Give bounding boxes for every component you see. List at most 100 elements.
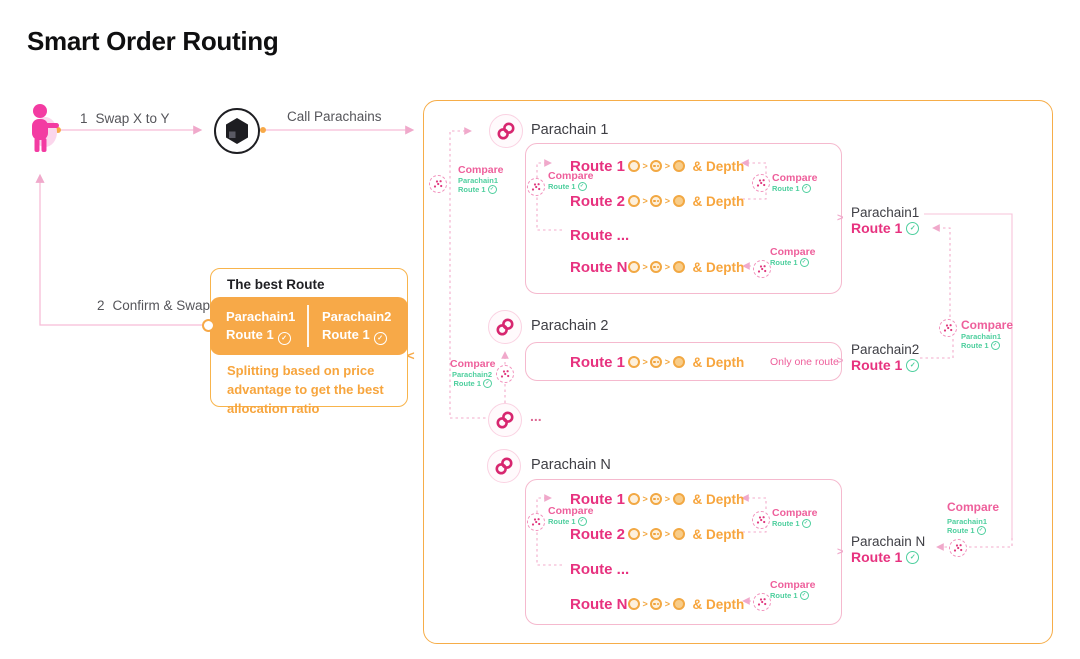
- token-icon: [672, 598, 685, 610]
- result-arrow: >: [837, 546, 844, 558]
- loop-icon: [497, 122, 515, 140]
- token-icon: [628, 598, 640, 610]
- compare-icon: [949, 539, 967, 557]
- compare-label: Compare: [770, 579, 816, 591]
- step1-number: 1: [80, 111, 88, 126]
- compare-label: Compare: [947, 500, 1000, 514]
- route-row: Route N >> & Depth: [570, 258, 744, 276]
- split-note: Splitting based on price advantage to ge…: [227, 363, 384, 416]
- compare-label: Compare: [450, 358, 496, 370]
- route-row: Route 1 >> & Depth: [570, 353, 744, 371]
- token-icon: [650, 195, 663, 207]
- compare-icon: [527, 513, 545, 531]
- token-icon: [672, 493, 685, 505]
- route-label: Route N: [570, 595, 628, 613]
- check-circle-icon: [799, 258, 809, 267]
- left-arrow-glyph: <: [407, 348, 415, 363]
- token-icon: [672, 261, 685, 273]
- check-circle-icon: [373, 331, 387, 345]
- check-circle-icon: [799, 591, 809, 600]
- compare-icon: [753, 593, 771, 611]
- parachain1-icon: [489, 114, 523, 148]
- only-one-route-note: Only one route: [770, 356, 839, 368]
- token-icon: [628, 528, 640, 540]
- token-icon: [672, 528, 685, 540]
- loop-icon: [495, 457, 513, 475]
- token-icon: [628, 493, 640, 505]
- route-row: Route 2 >> & Depth: [570, 192, 744, 210]
- parachain-ellipsis-label: ...: [530, 408, 542, 424]
- check-circle-icon: [577, 517, 587, 526]
- check-circle-icon: [277, 331, 291, 345]
- pill-option-parachain1: Parachain1 Route 1: [226, 308, 295, 345]
- route-row: Route 1 >> & Depth: [570, 157, 744, 175]
- call-parachains-label: Call Parachains: [287, 109, 382, 124]
- token-icon: [672, 356, 685, 368]
- step2-number: 2: [97, 298, 105, 313]
- parachain-ellipsis-icon: [488, 403, 522, 437]
- result-arrow: >: [837, 212, 844, 224]
- compare-icon: [752, 511, 770, 529]
- user-icon: [32, 104, 59, 152]
- token-icon: [628, 195, 640, 207]
- parachain1-label: Parachain 1: [531, 122, 609, 138]
- token-arrow: >: [664, 529, 671, 539]
- token-icon: [650, 598, 663, 610]
- token-arrow: >: [664, 262, 671, 272]
- token-icon: [650, 356, 663, 368]
- compare-label: Compare: [458, 164, 504, 176]
- pill-option-parachain2: Parachain2 Route 1: [322, 308, 391, 345]
- route-row: Route N >> & Depth: [570, 595, 744, 613]
- result-parachain1: Parachain1 Route 1: [851, 205, 920, 236]
- route-row: Route ...: [570, 226, 629, 244]
- token-icon: [650, 528, 663, 540]
- hexagon-icon: [226, 118, 248, 144]
- depth-label: & Depth: [692, 158, 745, 174]
- parachain1-routes-box: Route 1 >> & Depth Route 2 >> & Depth Ro…: [525, 143, 842, 294]
- token-arrow: >: [642, 529, 648, 539]
- check-circle-icon: [483, 379, 492, 388]
- best-route-card: The best Route Parachain1 Route 1 Parach…: [210, 268, 408, 416]
- parachain2-routes-box: Route 1 >> & Depth Only one route: [525, 342, 842, 381]
- compare-icon: [752, 174, 770, 192]
- compare-block: Compare Parachain2 Route 1: [450, 358, 496, 388]
- compare-block: Compare Route 1: [548, 170, 594, 191]
- parachainN-icon: [487, 449, 521, 483]
- compare-label: Compare: [548, 170, 594, 182]
- compare-label: Compare: [770, 246, 816, 258]
- token-arrow: >: [642, 262, 648, 272]
- compare-block: Compare Parachain1 Route 1: [458, 164, 504, 194]
- token-arrow: >: [664, 196, 671, 206]
- token-arrow: >: [664, 357, 671, 367]
- compare-icon: [496, 365, 514, 383]
- pill-divider: [307, 305, 309, 347]
- compare-label: Compare: [548, 505, 594, 517]
- route-label: Route 1: [570, 490, 626, 508]
- token-icon: [650, 160, 663, 172]
- connector-dot: [202, 319, 215, 332]
- result-parachain2: Parachain2 Route 1: [851, 342, 920, 373]
- depth-label: & Depth: [692, 193, 745, 209]
- route-label: Route ...: [570, 560, 630, 578]
- route-label: Route 1: [570, 157, 626, 175]
- parachainN-routes-box: Route 1 > > & Depth Route 2 > > & Depth Ro…: [525, 479, 842, 625]
- compare-label: Compare: [772, 507, 818, 519]
- compare-label: Compare: [772, 172, 818, 184]
- check-circle-icon: [801, 184, 811, 193]
- result-arrow: >: [837, 355, 844, 367]
- check-circle-icon: [577, 182, 587, 191]
- check-circle-icon: [976, 526, 986, 535]
- token-arrow: >: [664, 494, 671, 504]
- route-label: Route 2: [570, 525, 626, 543]
- token-icon: [672, 195, 685, 207]
- parachain2-label: Parachain 2: [531, 318, 609, 334]
- token-icon: [628, 356, 640, 368]
- depth-label: & Depth: [692, 259, 745, 275]
- depth-label: & Depth: [692, 526, 745, 542]
- parachainN-label: Parachain N: [531, 457, 611, 473]
- compare-icon: [753, 260, 771, 278]
- route-row: Route 2 > > & Depth: [570, 525, 744, 543]
- token-icon: [628, 261, 640, 273]
- compare-block: Compare Route 1: [770, 246, 816, 267]
